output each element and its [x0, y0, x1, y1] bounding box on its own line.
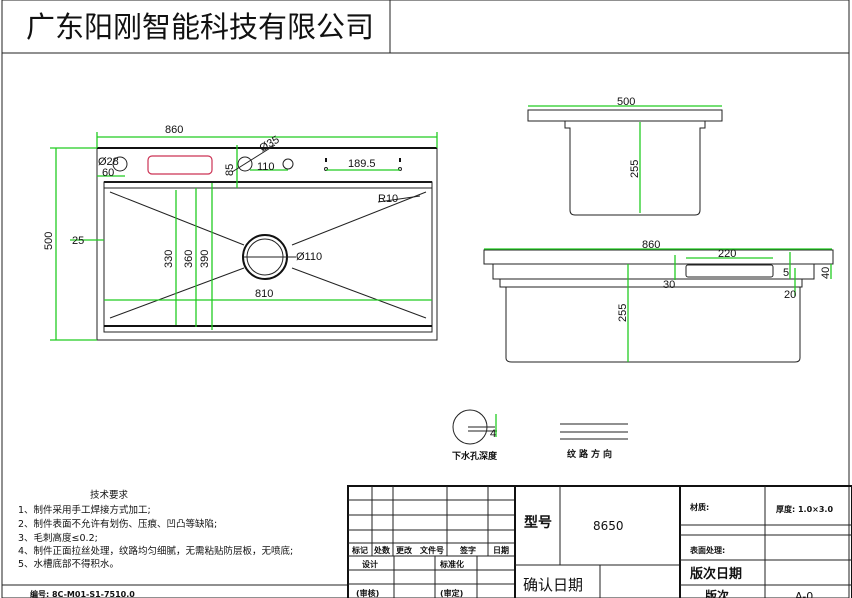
dim-189-5: 189.5 — [348, 158, 376, 170]
requirement-item: 2、制件表面不允许有划伤、压痕、凹凸等缺陷; — [18, 519, 218, 530]
requirement-item: 5、水槽底部不得积水。 — [18, 559, 120, 570]
surface-label: 表面处理: — [689, 545, 725, 555]
header-mark: 标记 — [351, 545, 368, 555]
front-dim-width: 860 — [642, 239, 660, 251]
approve-label: (审定) — [440, 588, 463, 598]
dim-drain: Ø110 — [296, 251, 322, 263]
top-view: 860 500 25 330 360 390 810 Ø110 Ø28 60 8… — [43, 124, 438, 341]
title-block: 标记 处数 更改 文件号 签字 日期 设计 标准化 (审核) (审定) 材质: … — [347, 485, 852, 598]
grain-direction-detail: 纹路方向 — [560, 423, 628, 460]
model-label: 型号 — [524, 514, 552, 531]
dim-60: 60 — [102, 167, 114, 179]
front-dim-slot: 220 — [718, 248, 736, 260]
side-dim-depth: 255 — [629, 160, 641, 178]
drain-depth-detail: 4 下水孔深度 — [452, 409, 498, 462]
front-dim-30: 30 — [663, 279, 675, 291]
material-label: 材质: — [690, 502, 709, 512]
front-dim-depth: 255 — [617, 304, 629, 322]
requirements-title: 技术要求 — [90, 490, 129, 501]
drain-depth-dim: 4 — [490, 428, 496, 440]
dim-radius: R10 — [378, 193, 398, 205]
design-label: 设计 — [362, 559, 378, 569]
front-dim-40: 40 — [820, 267, 832, 279]
requirement-item: 4、制件正面拉丝处理，纹路均匀细腻，无需粘贴防层板，无喷底; — [18, 546, 294, 557]
requirement-item: 3、毛刺高度≤0.2; — [18, 533, 98, 544]
header-change: 更改 — [396, 545, 413, 555]
dim-edge: 25 — [72, 235, 84, 247]
confirm-date-label: 确认日期 — [523, 576, 583, 594]
dim-width: 860 — [165, 124, 183, 136]
header-sign: 签字 — [459, 545, 476, 555]
dim-85: 85 — [224, 164, 236, 176]
header-file-no: 文件号 — [420, 545, 444, 555]
version-value: A-0 — [795, 590, 813, 598]
dim-390: 390 — [199, 250, 211, 268]
drain-depth-label: 下水孔深度 — [452, 450, 498, 462]
side-dim-width: 500 — [617, 96, 635, 108]
thickness-value: 厚度: 1.0×3.0 — [776, 504, 833, 514]
dim-height: 500 — [43, 232, 55, 250]
dim-810: 810 — [255, 288, 273, 300]
title-box — [1, 0, 391, 54]
front-view: 860 220 5 40 30 20 255 — [483, 239, 834, 363]
front-dim-20: 20 — [784, 289, 796, 301]
header-date: 日期 — [493, 545, 509, 555]
grain-direction-label: 纹路方向 — [567, 448, 615, 460]
company-name: 广东阳刚智能科技有限公司 — [26, 10, 374, 44]
dim-hole1: Ø28 — [98, 156, 119, 168]
dim-330: 330 — [163, 250, 175, 268]
model-value: 8650 — [593, 519, 624, 533]
side-view: 500 255 — [527, 96, 723, 216]
dim-110: 110 — [257, 161, 275, 173]
front-dim-5: 5 — [783, 267, 789, 279]
dim-360: 360 — [183, 250, 195, 268]
review-label: (审核) — [356, 588, 379, 598]
requirement-item: 1、制件采用手工焊接方式加工; — [18, 505, 151, 516]
standard-label: 标准化 — [439, 559, 464, 569]
version-label: 版次 — [705, 588, 729, 598]
version-date-label: 版次日期 — [690, 566, 742, 582]
drain-slot — [147, 155, 213, 175]
header-count: 处数 — [373, 545, 391, 555]
drawing-code: 编号: 8C-M01-S1-7510.0 — [30, 589, 135, 598]
